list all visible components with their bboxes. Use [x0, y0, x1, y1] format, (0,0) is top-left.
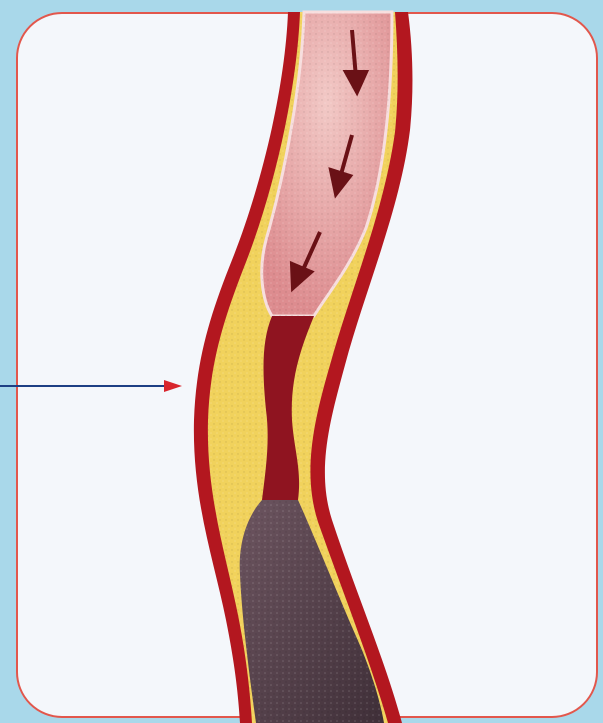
right-arrow-icon [0, 380, 182, 392]
